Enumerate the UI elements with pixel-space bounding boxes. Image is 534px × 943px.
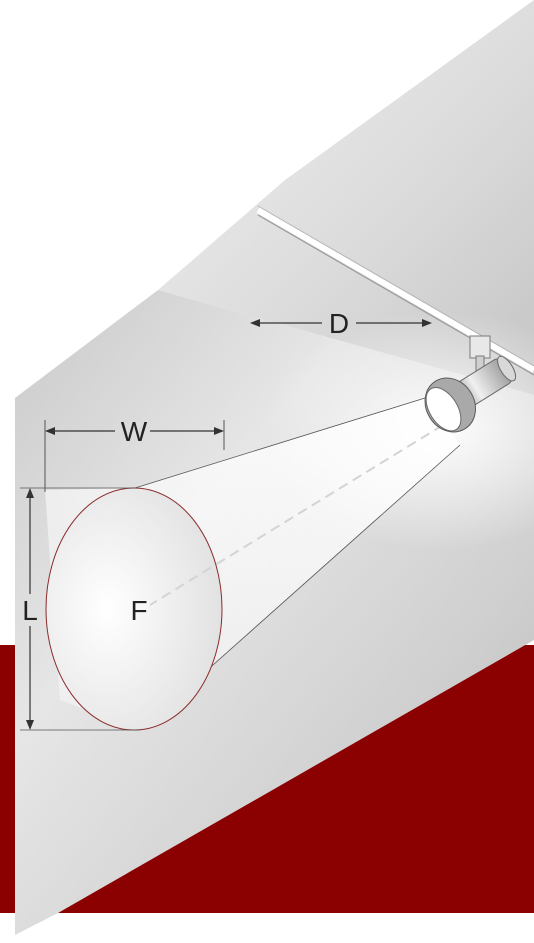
ceiling bbox=[158, 0, 534, 395]
width-dimension bbox=[44, 420, 225, 492]
width-label: W bbox=[121, 416, 148, 447]
length-label: L bbox=[22, 595, 38, 626]
beam-edge-top bbox=[134, 397, 426, 489]
distance-dimension bbox=[250, 319, 432, 327]
beam-center-axis bbox=[149, 424, 444, 606]
distance-label: D bbox=[329, 308, 349, 339]
length-dimension bbox=[20, 487, 140, 731]
track-light-fixture bbox=[424, 335, 517, 433]
focus-label: F bbox=[130, 595, 147, 626]
